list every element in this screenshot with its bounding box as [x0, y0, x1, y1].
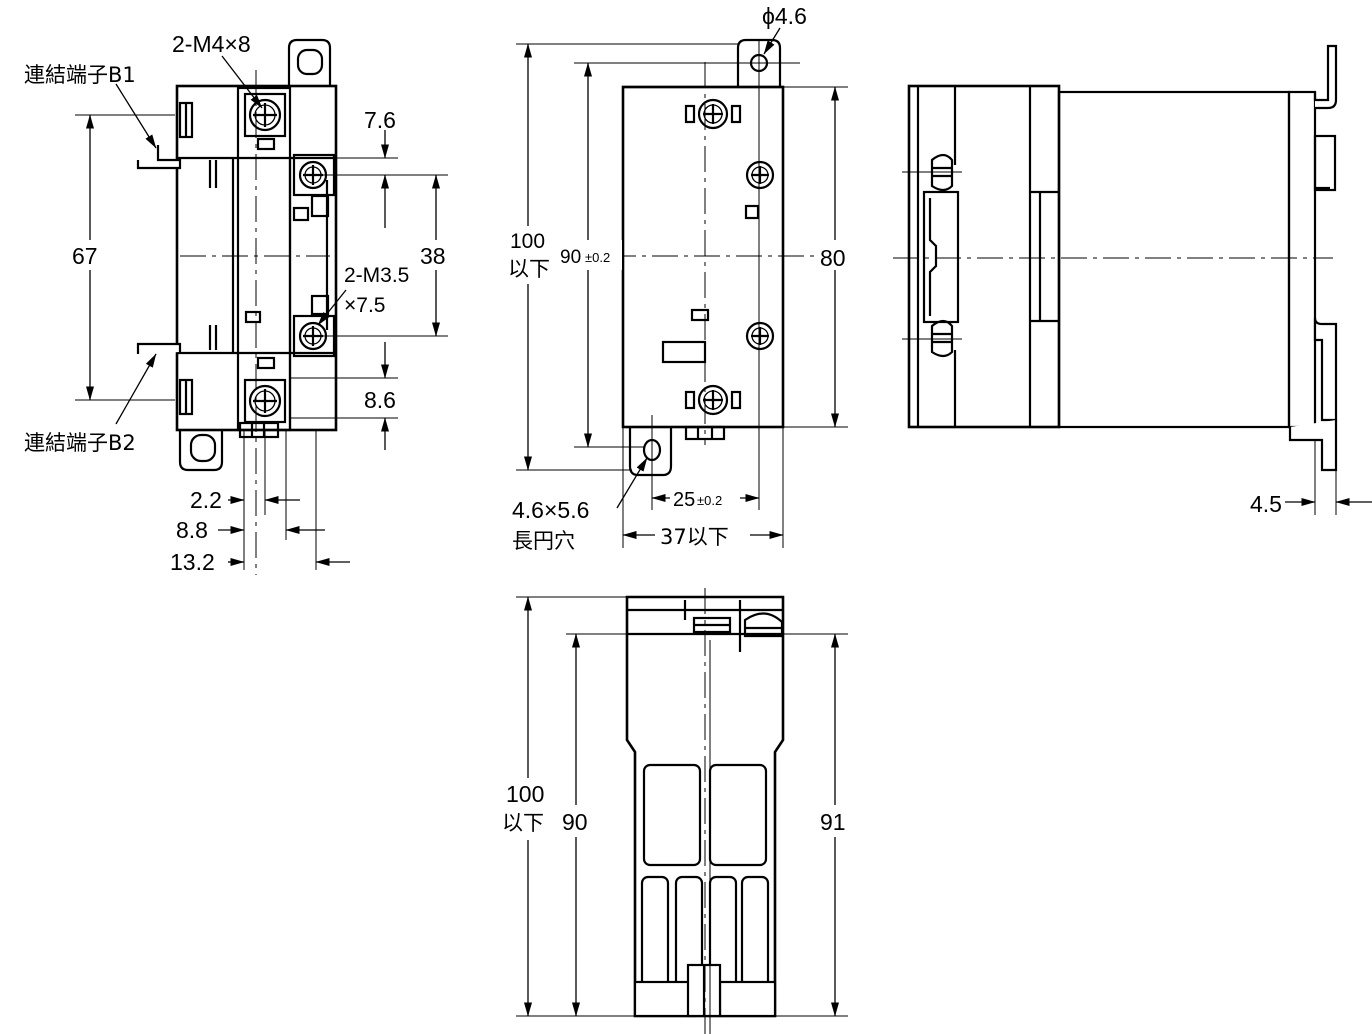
label-connecting-terminal-b1: 連結端子B1 [24, 63, 136, 87]
label-connecting-terminal-b2: 連結端子B2 [24, 431, 136, 455]
label-slot-type: 長円穴 [512, 529, 575, 553]
dim-100-front-suffix: 以下 [508, 257, 550, 281]
dim-80: 80 [820, 245, 846, 271]
left-terminal-view [70, 38, 454, 575]
label-screw-m35-line1: 2-M3.5 [344, 264, 409, 287]
label-phi-hole: ϕ4.6 [762, 3, 807, 29]
label-screw-m35-line2: ×7.5 [344, 294, 385, 317]
dim-90-bottom: 90 [562, 809, 588, 835]
label-screw-m4: 2-M4×8 [172, 31, 251, 57]
dim-100-bottom: 100 [506, 781, 544, 807]
dim-7-6: 7.6 [364, 107, 396, 133]
dim-8-8: 8.8 [176, 517, 208, 543]
dim-100-bottom-suffix: 以下 [502, 811, 544, 835]
dim-25: 25 [673, 489, 695, 511]
dim-91: 91 [820, 809, 846, 835]
label-slot-size: 4.6×5.6 [512, 497, 589, 523]
dim-8-6: 8.6 [364, 387, 396, 413]
annotations: 連結端子B1 連結端子B2 2-M4×8 2-M3.5 ×7.5 67 7.6 … [24, 3, 1282, 835]
dim-25-tolerance: ±0.2 [697, 493, 722, 508]
dim-4-5: 4.5 [1250, 491, 1282, 517]
dim-2-2: 2.2 [190, 487, 222, 513]
bottom-view [504, 588, 853, 1034]
front-view [504, 27, 854, 550]
dim-100-front: 100 [510, 230, 545, 253]
dim-67: 67 [72, 243, 98, 269]
dim-37: 37以下 [660, 525, 729, 549]
side-view [893, 44, 1372, 515]
dim-38: 38 [420, 243, 446, 269]
dim-13-2: 13.2 [170, 549, 215, 575]
dim-90-front-tolerance: ±0.2 [585, 250, 610, 265]
dim-90-front: 90 [560, 247, 581, 268]
